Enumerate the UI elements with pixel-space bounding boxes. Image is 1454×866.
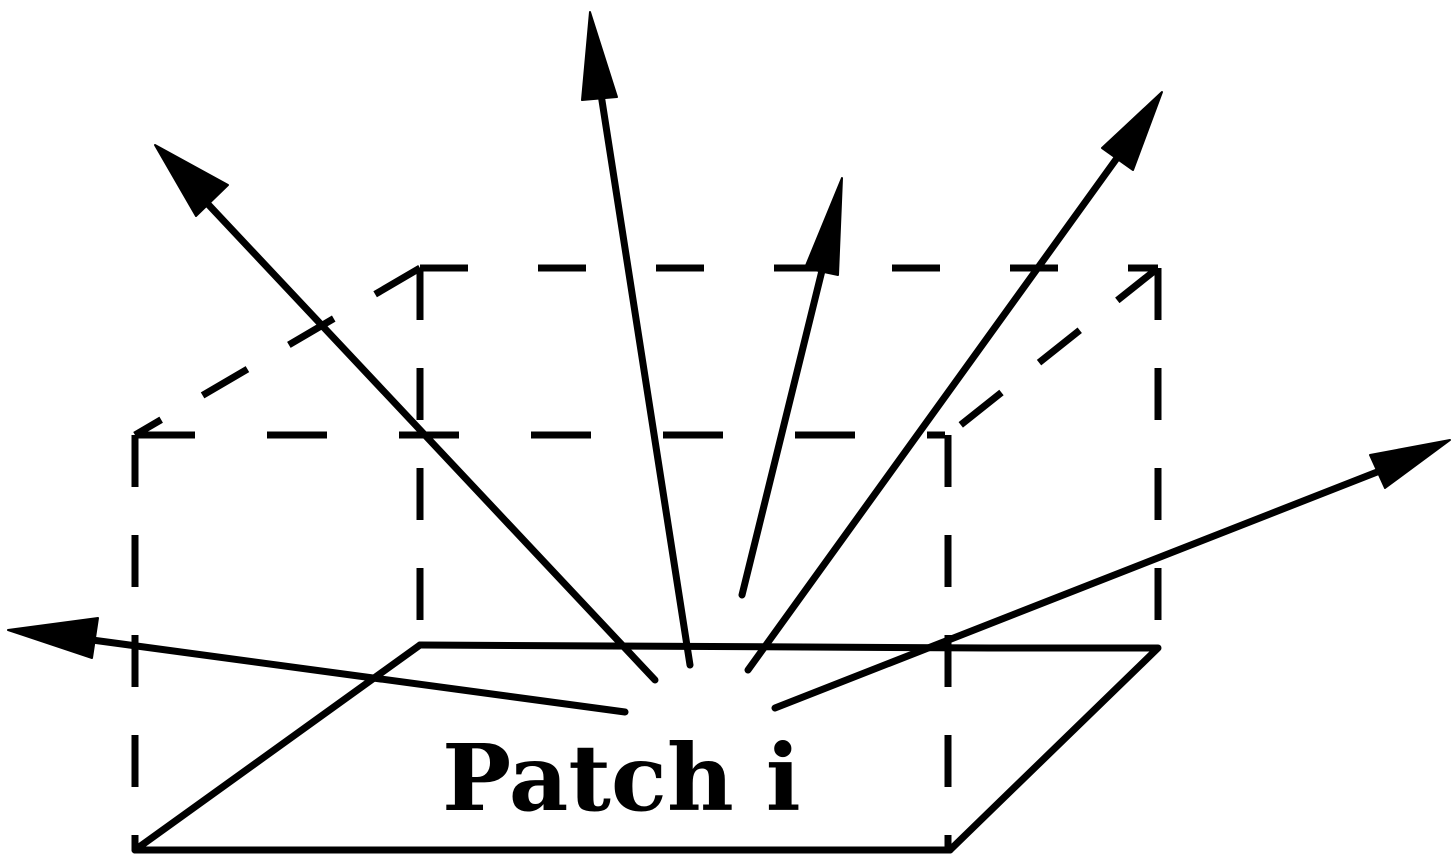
arrow-shaft-upper-left <box>186 181 659 684</box>
arrowhead-right <box>1369 439 1451 489</box>
arrowhead-upper-right <box>1101 91 1163 171</box>
patch-outline <box>416 641 994 652</box>
arrow-shaft-right <box>771 461 1399 712</box>
arrowhead-left <box>7 617 99 659</box>
arrowhead-upper-left <box>154 144 229 217</box>
arrow-shaft-mid-right <box>738 226 836 599</box>
arrowhead-top <box>581 11 618 101</box>
arrowheads <box>7 11 1451 659</box>
patch-label: Patch i <box>442 724 801 832</box>
patch-back-right-edge <box>946 644 1162 854</box>
dashed-edge-right-diagonal <box>945 265 1161 438</box>
dashed-edge-left-diagonal <box>133 264 422 439</box>
radiating-arrows <box>66 71 1399 716</box>
arrowhead-mid-right <box>804 177 843 276</box>
arrow-shaft-top <box>594 71 694 669</box>
arrow-shaft-upper-right <box>744 136 1134 674</box>
arrow-shaft-left <box>66 633 629 716</box>
